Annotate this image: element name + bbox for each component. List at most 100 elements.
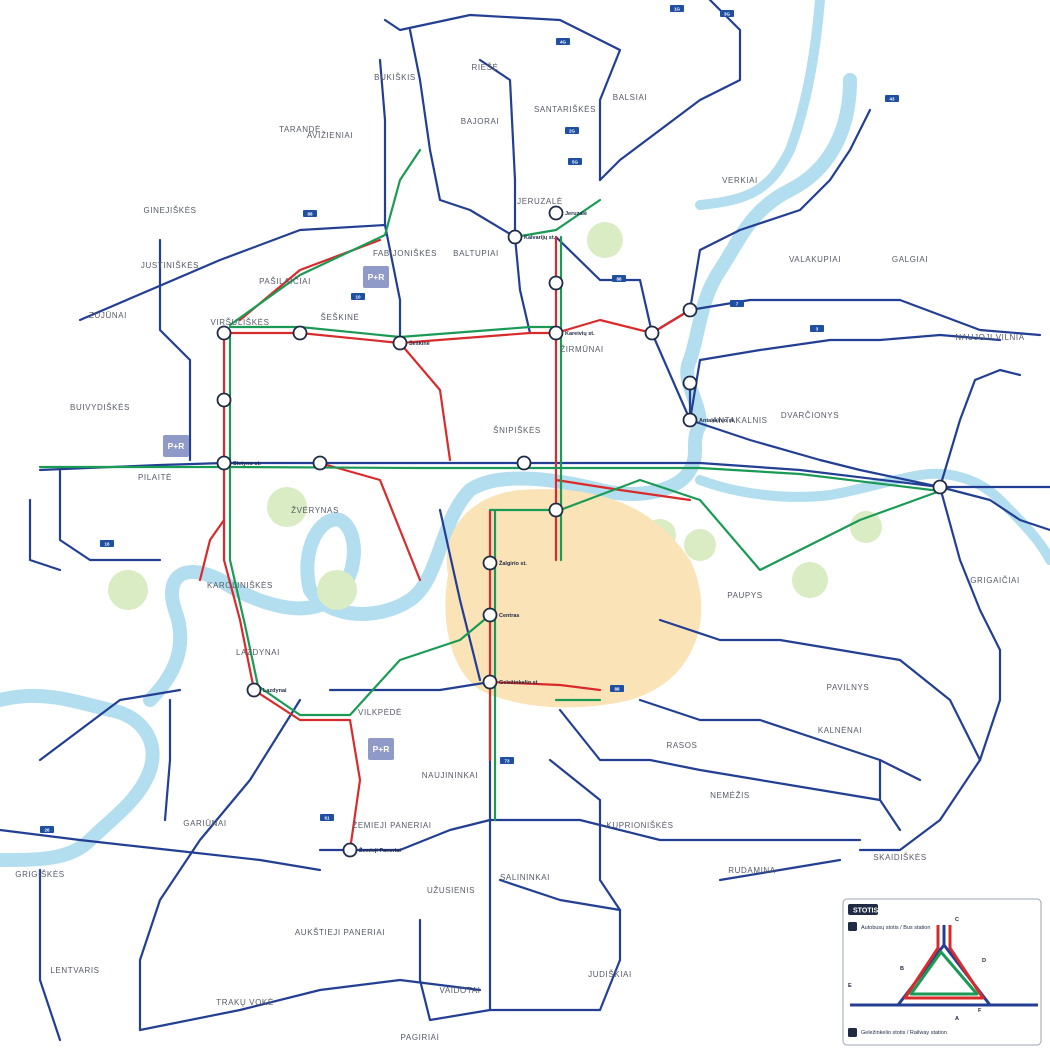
hub-ring-seskine-hub[interactable] bbox=[392, 335, 408, 351]
route-number: 88 bbox=[614, 686, 620, 691]
hub-station-ring[interactable] bbox=[548, 275, 564, 291]
legend-platform-letter: B bbox=[900, 966, 904, 972]
district-label-rudamina: RUDAMINA bbox=[728, 866, 776, 875]
hub-label-zirmunai-hub: Kareivių st. bbox=[565, 331, 595, 337]
district-label-zujunai: ZUJŪNAI bbox=[89, 311, 127, 320]
route-badge[interactable]: 5G bbox=[568, 158, 582, 165]
route-badge[interactable]: 3 bbox=[810, 325, 824, 332]
park bbox=[317, 570, 357, 610]
district-label-snipiskes: ŠNIPIŠKĖS bbox=[493, 426, 541, 435]
district-label-vilkpede: VILKPĖDĖ bbox=[358, 708, 402, 717]
hub-ring-kalvariju[interactable] bbox=[507, 229, 523, 245]
district-label-fabijoniskes: FABIJONIŠKĖS bbox=[373, 249, 437, 258]
route-badge[interactable]: 26 bbox=[40, 826, 54, 833]
hub-station-ring[interactable] bbox=[644, 325, 660, 341]
district-label-salininkai: SALININKAI bbox=[500, 873, 550, 882]
hub-station-ring[interactable] bbox=[932, 479, 948, 495]
park bbox=[792, 562, 828, 598]
hub-station-ring[interactable] bbox=[312, 455, 328, 471]
hub-label-seskine-hub: Šeškinė bbox=[409, 339, 430, 347]
district-label-bajorai: BAJORAI bbox=[461, 117, 499, 126]
hub-ring-zalgiris[interactable] bbox=[482, 555, 498, 571]
route-number: 5G bbox=[572, 159, 579, 164]
route-badge[interactable]: 2G bbox=[565, 127, 579, 134]
route-number: 3 bbox=[816, 326, 819, 331]
hub-label-centras: Centras bbox=[499, 613, 519, 619]
route-badge[interactable]: 88 bbox=[612, 275, 626, 282]
hub-ring-lazdynai-hub[interactable] bbox=[246, 682, 262, 698]
hub-stations bbox=[216, 205, 948, 858]
route-number: 73 bbox=[504, 758, 510, 763]
route-number: 43 bbox=[889, 96, 895, 101]
hub-ring-jeruzale-hub[interactable] bbox=[548, 205, 564, 221]
park-and-ride-label: P+R bbox=[168, 441, 185, 451]
district-label-pilaite: PILAITĖ bbox=[138, 473, 172, 482]
district-label-jeruzale: JERUZALĖ bbox=[517, 197, 563, 206]
district-label-lazdynai: LAZDYNAI bbox=[236, 648, 280, 657]
district-label-grigiskes: GRIGIŠKĖS bbox=[15, 870, 64, 879]
hub-station-ring[interactable] bbox=[682, 375, 698, 391]
park-and-ride-pr-south[interactable]: P+R bbox=[368, 738, 394, 760]
route-badge[interactable]: 4G bbox=[556, 38, 570, 45]
district-label-buivydiskes: BUIVYDIŠKĖS bbox=[70, 403, 130, 412]
district-label-balsiai: BALSIAI bbox=[613, 93, 647, 102]
hub-station-ring[interactable] bbox=[216, 325, 232, 341]
district-label-baltupiai: BALTUPIAI bbox=[453, 249, 499, 258]
district-label-riese: RIEŠĖ bbox=[471, 63, 498, 72]
hub-ring-centras[interactable] bbox=[482, 607, 498, 623]
route-badge[interactable]: 43 bbox=[885, 95, 899, 102]
hub-ring-zemieji-hub[interactable] bbox=[342, 842, 358, 858]
hub-ring-gelezinkelio[interactable] bbox=[482, 674, 498, 690]
hub-station-ring[interactable] bbox=[292, 325, 308, 341]
hub-station-ring[interactable] bbox=[682, 302, 698, 318]
district-label-antakalnis: ANTAKALNIS bbox=[712, 416, 767, 425]
route-badge[interactable]: 61 bbox=[320, 814, 334, 821]
hub-ring-zirmunai-hub[interactable] bbox=[548, 325, 564, 341]
park bbox=[108, 570, 148, 610]
route-badge[interactable]: 73 bbox=[500, 757, 514, 764]
district-labels: BUKIŠKIS RIEŠĖ SANTARIŠKĖS BALSIAI BAJORAI AV… bbox=[15, 63, 1024, 1042]
district-label-paupys: PAUPYS bbox=[727, 591, 762, 600]
route-number: 26 bbox=[44, 827, 50, 832]
district-label-avizieniai: AVIŽIENIAI bbox=[307, 131, 353, 140]
route-number: 7 bbox=[736, 301, 739, 306]
district-label-pagiriai: PAGIRIAI bbox=[401, 1033, 440, 1042]
route-badge[interactable]: 7 bbox=[730, 300, 744, 307]
hub-label-pilaite-hub: Sietyno st. bbox=[233, 461, 261, 467]
route-number: 61 bbox=[324, 815, 330, 820]
legend-platform-letter: F bbox=[978, 1008, 982, 1014]
hub-label-kalvariju: Kalvarijų st. bbox=[524, 235, 556, 241]
park bbox=[587, 222, 623, 258]
district-label-justiniskes: JUSTINIŠKĖS bbox=[141, 261, 199, 270]
district-label-vaidotai: VAIDOTAI bbox=[440, 986, 481, 995]
hub-ring-antakalnis-hub[interactable] bbox=[682, 412, 698, 428]
hub-station-ring[interactable] bbox=[516, 455, 532, 471]
hub-ring-pilaite-hub[interactable] bbox=[216, 455, 232, 471]
route-badge[interactable]: 3G bbox=[720, 10, 734, 17]
river-north bbox=[695, 0, 825, 210]
district-label-zemieji-paneriai: ŽEMIEJI PANERIAI bbox=[352, 821, 431, 830]
district-label-skaidiskes: SKAIDIŠKĖS bbox=[873, 853, 927, 862]
legend-triangle-express bbox=[909, 950, 979, 996]
route-badge[interactable]: 1G bbox=[670, 5, 684, 12]
district-label-aukstieji-paneriai: AUKŠTIEJI PANERIAI bbox=[295, 928, 385, 937]
legend-title: STOTIS bbox=[853, 908, 878, 915]
route-badge[interactable]: 16 bbox=[100, 540, 114, 547]
district-label-dvarcionys: DVARČIONYS bbox=[781, 411, 839, 420]
park-and-ride-pr-west[interactable]: P+R bbox=[163, 435, 189, 457]
hub-station-ring[interactable] bbox=[216, 392, 232, 408]
route-badge[interactable]: 10 bbox=[351, 293, 365, 300]
route-number: 10 bbox=[355, 294, 361, 299]
district-label-judiskiai: JUDIŠKIAI bbox=[588, 970, 632, 979]
district-label-bukiskis: BUKIŠKIS bbox=[374, 73, 416, 82]
park-and-ride-pr-north[interactable]: P+R bbox=[363, 266, 389, 288]
hub-station-ring[interactable] bbox=[548, 502, 564, 518]
district-label-uzusienis: UŽUSIENIS bbox=[427, 886, 475, 895]
route-badge[interactable]: 88 bbox=[610, 685, 624, 692]
route-badge[interactable]: 88 bbox=[303, 210, 317, 217]
park bbox=[267, 487, 307, 527]
district-label-santariskes: SANTARIŠKĖS bbox=[534, 105, 596, 114]
